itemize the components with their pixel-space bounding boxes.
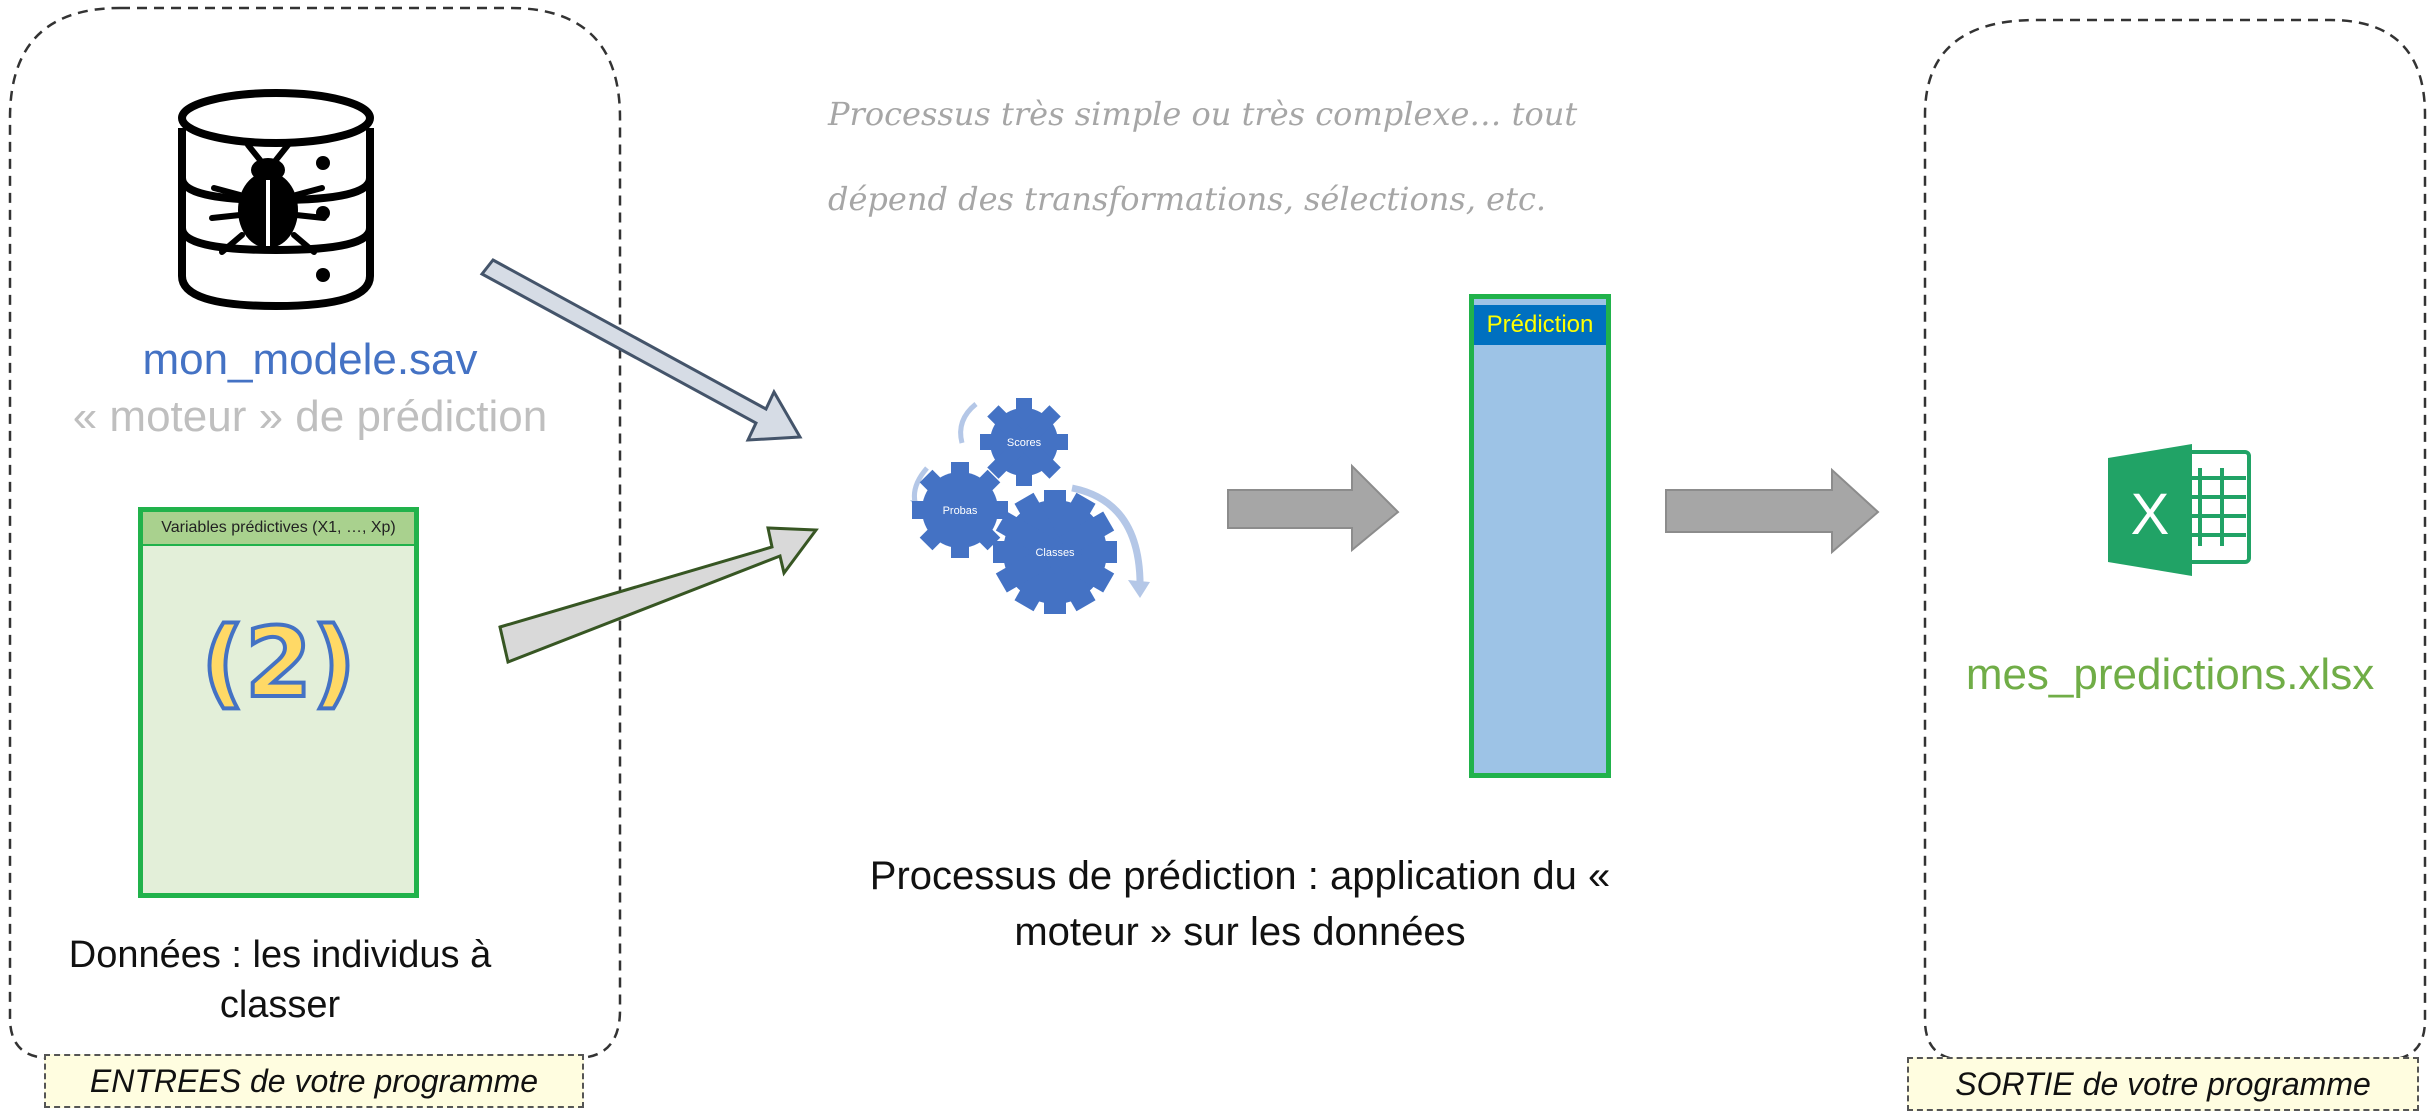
prediction-column: Prédiction	[1469, 294, 1611, 778]
data-label: Données : les individus à classer	[68, 934, 492, 1026]
model-file-name: mon_modele.sav	[142, 335, 478, 384]
arrow-data-to-process	[498, 526, 819, 665]
output-file-name: mes_predictions.xlsx	[1965, 650, 2375, 699]
arrow-prediction-to-output	[1665, 467, 1880, 555]
inputs-tag: ENTREES de votre programme	[44, 1054, 584, 1108]
gear-label-classes: Classes	[1035, 547, 1075, 559]
process-note-line2: dépend des transformations, sélections, …	[828, 180, 1547, 218]
gear-label-probas: Probas	[943, 505, 978, 517]
outputs-tag: SORTIE de votre programme	[1907, 1057, 2419, 1111]
gear-label-scores: Scores	[1007, 437, 1042, 449]
variables-box: Variables prédictives (X1, …, Xp) (2)	[138, 507, 419, 898]
excel-icon: X	[2108, 444, 2251, 576]
arrow-process-to-prediction	[1227, 463, 1400, 553]
process-label: Processus de prédiction : application du…	[869, 854, 1611, 954]
model-engine-label: « moteur » de prédiction	[72, 392, 548, 441]
process-note-line1: Processus très simple ou très complexe… …	[828, 95, 1578, 133]
arrow-model-to-process	[479, 258, 803, 442]
variables-header: Variables prédictives (X1, …, Xp)	[143, 512, 414, 546]
variables-number: (2)	[199, 605, 358, 721]
prediction-header: Prédiction	[1474, 305, 1606, 345]
excel-letter: X	[2131, 482, 2170, 547]
gears-icon: Scores Probas Classes	[910, 398, 1150, 614]
